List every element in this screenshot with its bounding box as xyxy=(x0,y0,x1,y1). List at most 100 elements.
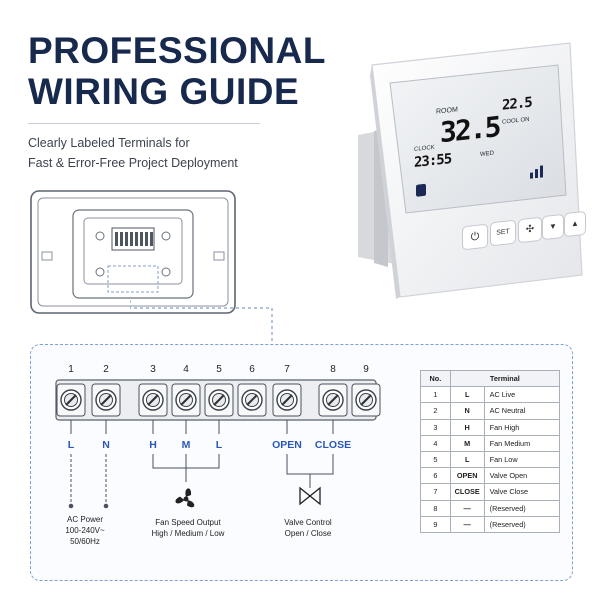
screw-terminal-9 xyxy=(351,383,381,417)
screw-terminal-1 xyxy=(56,383,86,417)
label-close: CLOSE xyxy=(315,439,351,451)
screw-terminal-5 xyxy=(204,383,234,417)
set-temp: 22.5 xyxy=(502,94,532,114)
clock-label: CLOCK xyxy=(414,144,435,153)
fan-icon xyxy=(175,488,195,508)
table-row: 8—(Reserved) xyxy=(420,499,561,517)
terminal-number-6: 6 xyxy=(249,364,255,375)
subtitle-line-2: Fast & Error-Free Project Deployment xyxy=(28,156,238,170)
row-desc: Fan Medium xyxy=(483,434,561,452)
label-H: H xyxy=(149,439,157,451)
label-L-fan: L xyxy=(216,439,223,451)
title-line-2: WIRING GUIDE xyxy=(28,71,300,112)
subtitle: Clearly Labeled Terminals for Fast & Err… xyxy=(28,133,238,173)
title-line-1: PROFESSIONAL xyxy=(28,30,326,71)
wires xyxy=(68,420,334,509)
header-terminal: Terminal xyxy=(449,369,561,388)
row-no: 2 xyxy=(420,402,451,420)
terminal-number-4: 4 xyxy=(183,364,189,375)
fan-speed-bars-icon xyxy=(530,165,543,179)
room-temp: 32.5 xyxy=(440,110,500,150)
row-code: L xyxy=(449,386,485,404)
row-code: OPEN xyxy=(449,467,485,485)
screw-terminal-2 xyxy=(91,383,121,417)
row-code: — xyxy=(449,515,485,533)
row-no: 6 xyxy=(420,467,451,485)
screw-terminal-8 xyxy=(318,383,348,417)
label-M: M xyxy=(182,439,191,451)
back-panel-drawing xyxy=(30,190,236,314)
row-no: 1 xyxy=(420,386,451,404)
row-code: H xyxy=(449,418,485,436)
terminal-number-3: 3 xyxy=(150,364,156,375)
lcd-screen: ROOM 32.5 22.5 COOL ON CLOCK 23:55 WED xyxy=(414,88,560,213)
terminal-number-2: 2 xyxy=(103,364,109,375)
row-code: — xyxy=(449,499,485,517)
leader-line xyxy=(130,300,273,346)
clock-time: 23:55 xyxy=(414,151,452,171)
screw-terminal-4 xyxy=(171,383,201,417)
terminal-diagram: 1 2 3 4 5 6 7 8 9 L N H M L OPEN CLOSE xyxy=(55,364,381,546)
row-desc: Fan High xyxy=(483,418,561,436)
set-button[interactable]: SET xyxy=(490,219,516,247)
row-desc: Valve Close xyxy=(483,483,561,501)
label-open: OPEN xyxy=(272,439,302,451)
cool-label: COOL ON xyxy=(502,116,530,126)
row-no: 8 xyxy=(420,499,451,517)
valve-caption-2: Open / Close xyxy=(285,529,332,538)
row-desc: Fan Low xyxy=(483,450,561,469)
fan-button[interactable]: ✣ xyxy=(518,216,542,244)
table-row: 9—(Reserved) xyxy=(420,515,561,533)
ac-power-caption-3: 50/60Hz xyxy=(70,537,100,546)
row-no: 3 xyxy=(420,418,451,436)
up-button[interactable]: ▲ xyxy=(564,210,586,238)
page-title: PROFESSIONAL WIRING GUIDE xyxy=(28,30,326,112)
row-desc: AC Live xyxy=(483,386,561,404)
valve-caption-1: Valve Control xyxy=(284,518,332,527)
screw-terminal-6 xyxy=(237,383,267,417)
title-divider xyxy=(28,123,260,124)
row-desc: (Reserved) xyxy=(483,515,561,533)
terminal-number-9: 9 xyxy=(363,364,369,375)
screw-terminal-3 xyxy=(138,383,168,417)
row-desc: (Reserved) xyxy=(483,499,561,517)
terminal-number-5: 5 xyxy=(216,364,222,375)
mode-icon xyxy=(416,183,426,197)
screw-terminal-7 xyxy=(272,383,302,417)
terminal-number-7: 7 xyxy=(284,364,290,375)
row-desc: Valve Open xyxy=(483,467,561,485)
day-label: WED xyxy=(480,150,494,159)
ac-power-caption-2: 100-240V~ xyxy=(65,526,105,535)
fan-caption-2: High / Medium / Low xyxy=(152,529,225,538)
row-code: CLOSE xyxy=(449,483,485,501)
row-no: 9 xyxy=(420,515,451,533)
row-code: M xyxy=(449,434,485,452)
row-no: 4 xyxy=(420,434,451,452)
label-L-power: L xyxy=(68,439,75,451)
ac-power-caption-1: AC Power xyxy=(67,515,103,524)
row-no: 7 xyxy=(420,483,451,501)
fan-caption-1: Fan Speed Output xyxy=(155,518,221,527)
row-no: 5 xyxy=(420,450,451,469)
valve-icon xyxy=(299,486,321,506)
table-header-row: No. Terminal xyxy=(420,369,561,388)
thermostat-device: ROOM 32.5 22.5 COOL ON CLOCK 23:55 WED ⏻… xyxy=(330,35,590,300)
row-desc: AC Neutral xyxy=(483,402,561,420)
row-code: N xyxy=(449,402,485,420)
subtitle-line-1: Clearly Labeled Terminals for xyxy=(28,136,190,150)
header-no: No. xyxy=(420,369,451,388)
power-button[interactable]: ⏻ xyxy=(462,223,488,251)
row-code: L xyxy=(449,450,485,469)
terminal-number-8: 8 xyxy=(330,364,336,375)
label-N: N xyxy=(102,439,110,451)
terminal-number-1: 1 xyxy=(68,364,74,375)
down-button[interactable]: ▼ xyxy=(542,213,564,241)
